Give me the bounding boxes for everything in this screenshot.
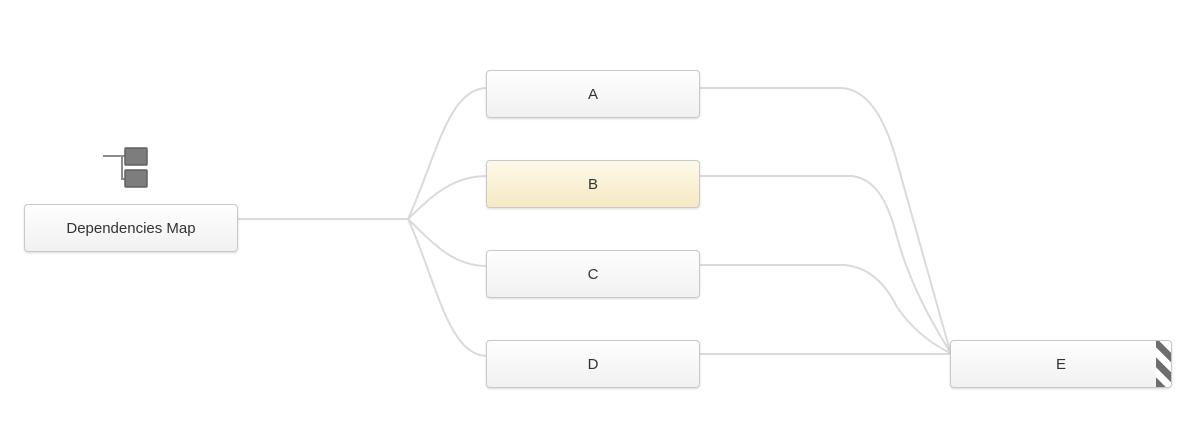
node-e[interactable]: E <box>950 340 1172 388</box>
edge-root-to-C <box>407 218 488 267</box>
node-label: A <box>587 85 598 103</box>
edge-C-to-E <box>699 264 951 354</box>
node-label: B <box>587 175 598 193</box>
node-label: D <box>587 355 599 373</box>
edge-root-to-A <box>407 87 488 220</box>
edge-root-to-B <box>407 175 488 220</box>
node-label: C <box>587 265 599 283</box>
node-label: Dependencies Map <box>66 219 196 237</box>
edge-root-to-D <box>407 218 488 357</box>
node-b-highlighted[interactable]: B <box>486 160 700 208</box>
node-d[interactable]: D <box>486 340 700 388</box>
stripe-indicator[interactable] <box>1156 341 1171 387</box>
edge-B-to-E <box>699 175 951 353</box>
node-dependencies-map[interactable]: Dependencies Map <box>24 204 238 252</box>
node-c[interactable]: C <box>486 250 700 298</box>
node-label: E <box>1055 355 1066 373</box>
org-chart-icon <box>103 147 148 188</box>
node-a[interactable]: A <box>486 70 700 118</box>
edge-A-to-E <box>699 87 951 352</box>
